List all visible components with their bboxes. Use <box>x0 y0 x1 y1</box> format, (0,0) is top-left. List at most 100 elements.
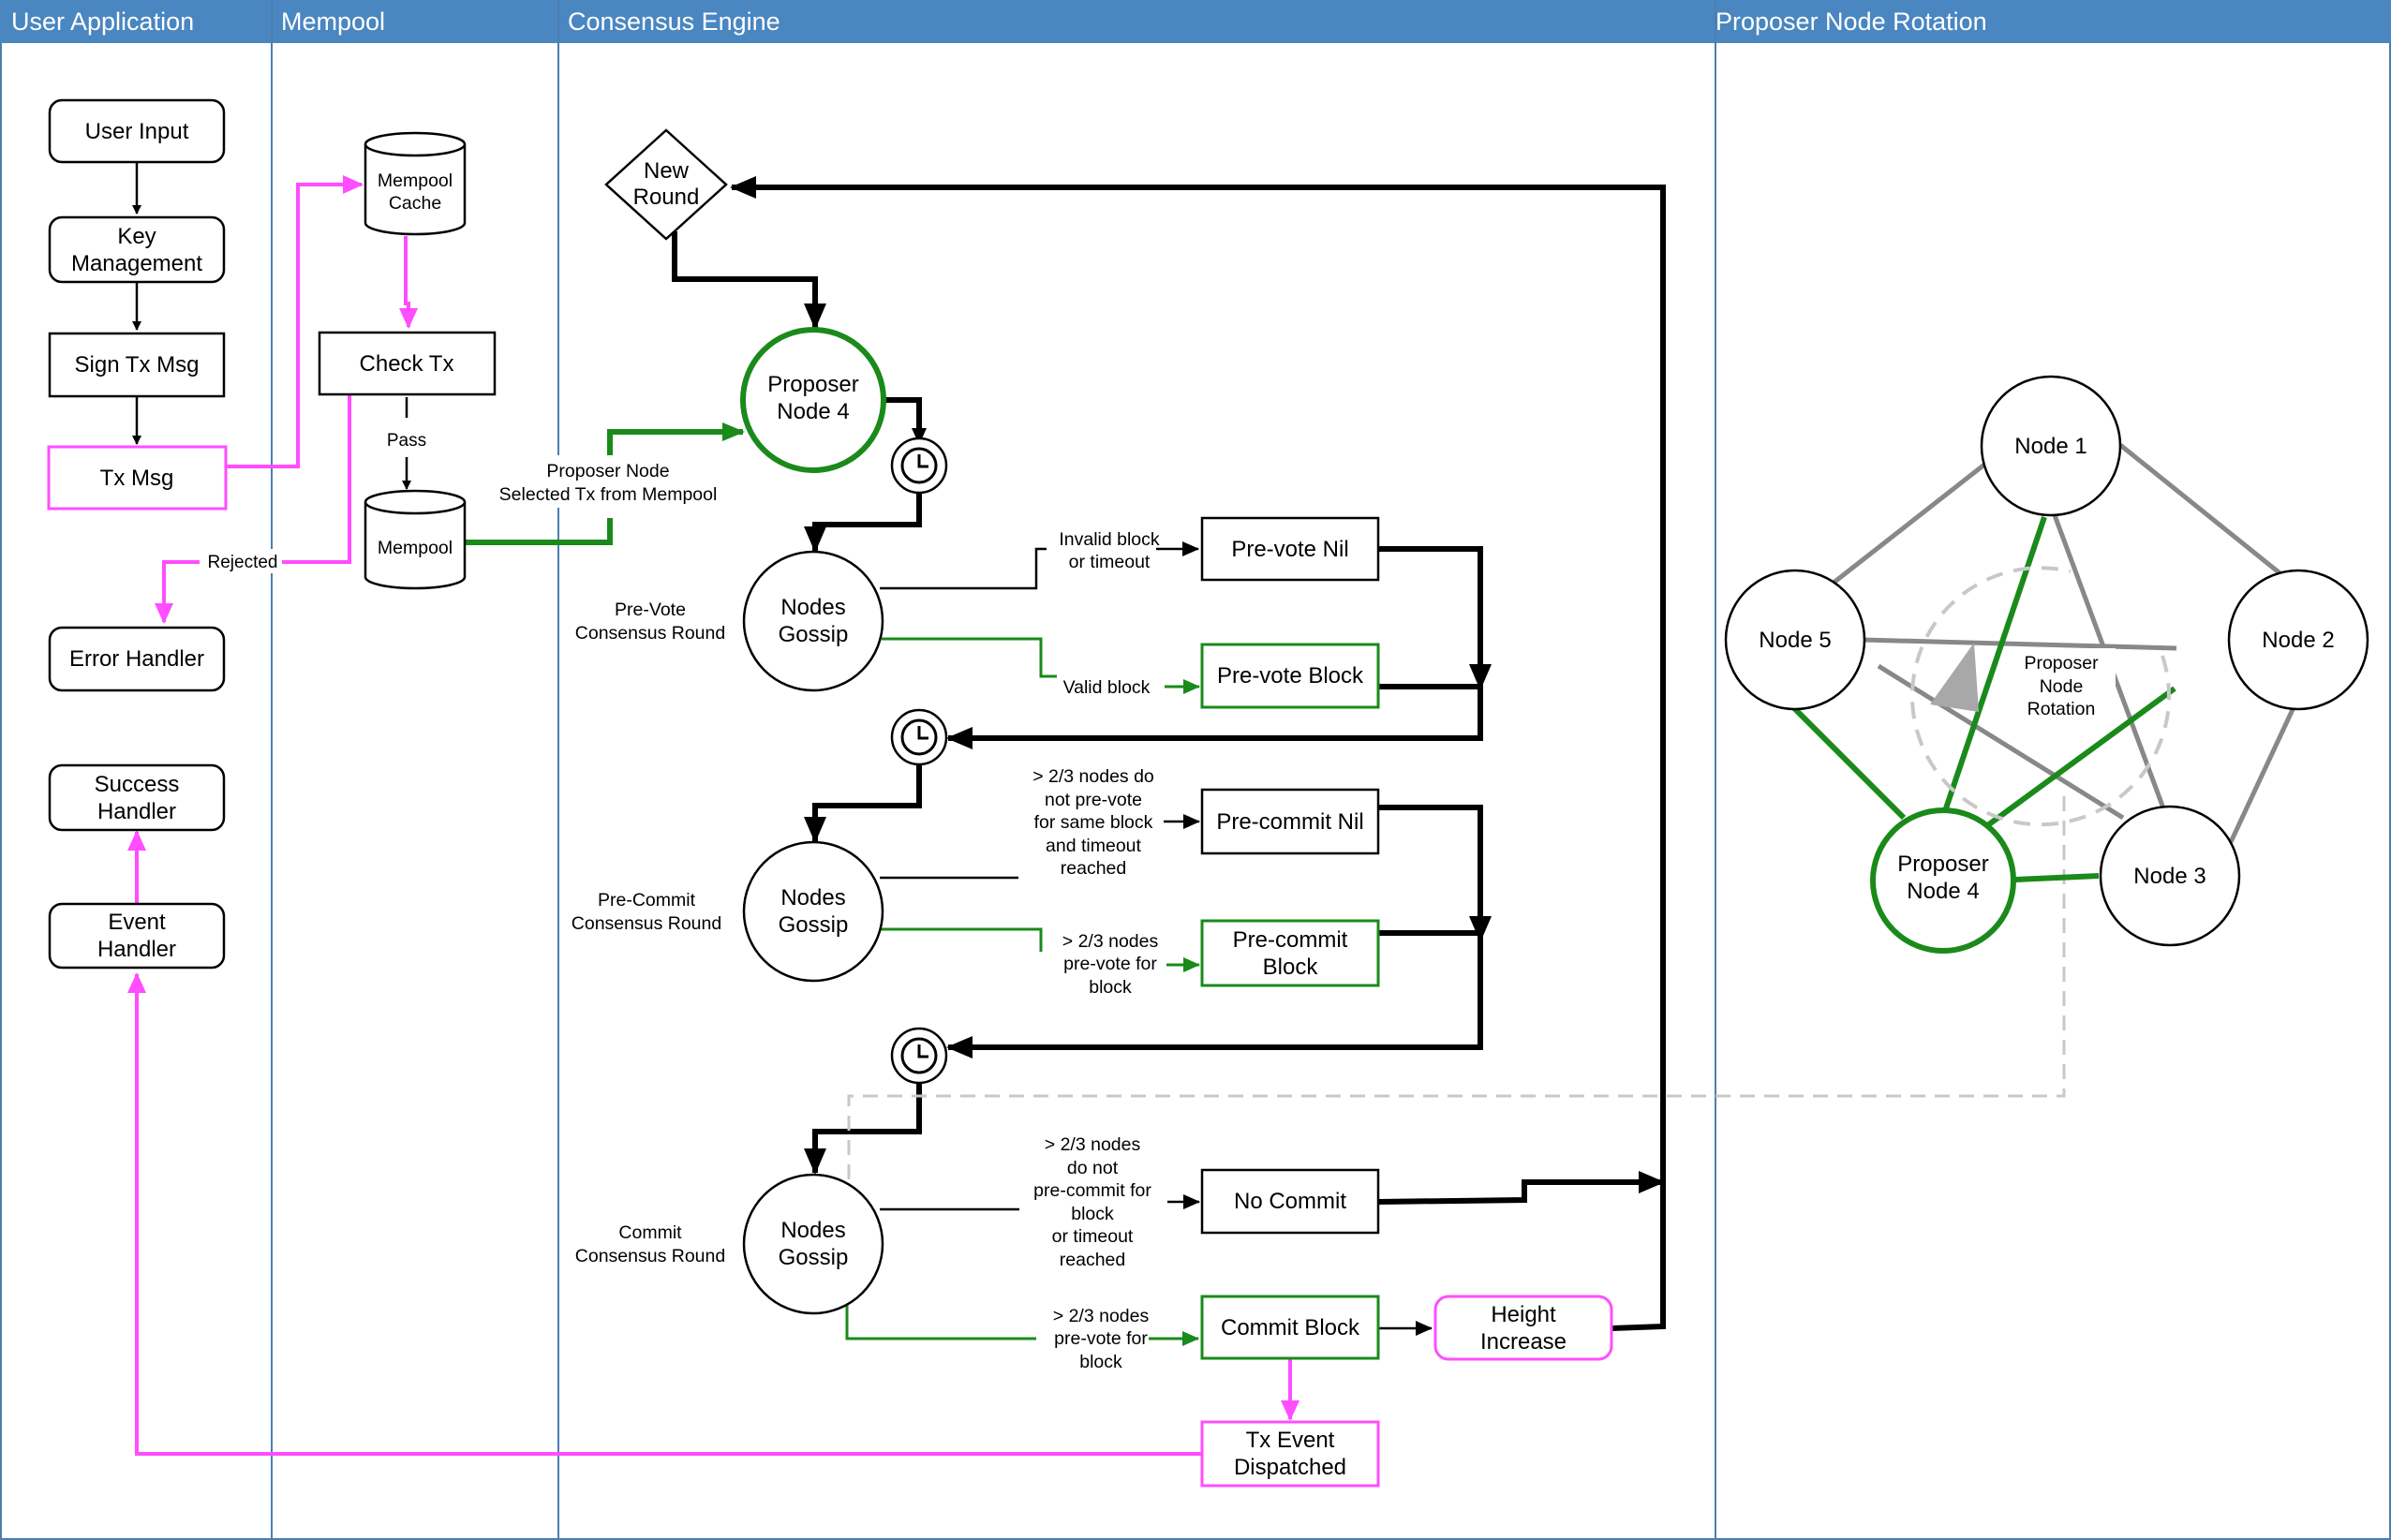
check-tx-node: Check Tx <box>318 331 497 396</box>
rotation-node-2: Node 2 <box>2227 569 2369 711</box>
tx-event-dispatched-node: Tx Event Dispatched <box>1200 1420 1380 1488</box>
selected-tx-label-2: Selected Tx from Mempool <box>499 484 718 505</box>
pass-label: Pass <box>387 431 426 451</box>
rotation-center-label-2: Node <box>2040 676 2084 697</box>
timer-icon-3 <box>890 1027 948 1085</box>
proposer-node-label-1: Proposer <box>767 372 858 397</box>
rotation-node-1: Node 1 <box>1980 375 2122 517</box>
prevote-nil-node: Pre-vote Nil <box>1200 516 1380 582</box>
precommit-block-condition-3: block <box>1089 977 1132 998</box>
nodes-gossip-commit: Nodes Gossip <box>742 1173 884 1315</box>
precommit-round-label-1: Pre-Commit <box>598 890 696 911</box>
selected-tx-label-box: Proposer Node Selected Tx from Mempool <box>490 455 724 508</box>
rotation-center-label-1: Proposer <box>2024 653 2099 674</box>
event-handler-label-1: Event <box>108 910 166 935</box>
sign-tx-msg-label: Sign Tx Msg <box>75 352 200 378</box>
no-commit-condition-3: pre-commit for <box>1033 1180 1151 1201</box>
timer-icon-2 <box>890 708 948 766</box>
nodes-gossip-commit-label-1: Nodes <box>780 1218 845 1243</box>
precommit-nil-condition-4: and timeout <box>1046 836 1141 856</box>
commit-block-node: Commit Block <box>1200 1295 1380 1360</box>
rotation-node-4-label-2: Node 4 <box>1907 879 1979 904</box>
precommit-nil-node: Pre-commit Nil <box>1200 788 1380 855</box>
no-commit-condition-6: reached <box>1060 1250 1125 1270</box>
rotation-node-5: Node 5 <box>1724 569 1866 711</box>
rotation-node-5-label: Node 5 <box>1759 628 1831 653</box>
commit-condition-2: pre-vote for <box>1054 1328 1148 1349</box>
precommit-block-condition-1: > 2/3 nodes <box>1062 931 1159 952</box>
mempool-cache-label-2: Cache <box>389 193 441 214</box>
sign-tx-msg-node: Sign Tx Msg <box>48 332 226 398</box>
tx-msg-label: Tx Msg <box>100 466 174 491</box>
proposer-node-label-2: Node 4 <box>777 399 849 424</box>
rotation-cycle-indicator: Proposer Node Rotation <box>1910 566 2171 827</box>
rotation-edges <box>1790 443 2298 882</box>
rotation-center-label-3: Rotation <box>2027 699 2096 719</box>
precommit-nil-condition: > 2/3 nodes do not pre-vote for same blo… <box>1032 766 1154 879</box>
commit-round-label-2: Consensus Round <box>575 1246 725 1266</box>
commit-block-label: Commit Block <box>1221 1315 1360 1340</box>
precommit-block-condition: > 2/3 nodes pre-vote for block <box>1062 931 1159 998</box>
prevote-round-label-2: Consensus Round <box>575 623 725 644</box>
prevote-block-label: Pre-vote Block <box>1217 663 1364 689</box>
connectors <box>127 162 2066 1456</box>
new-round-label-2: Round <box>633 185 700 210</box>
success-handler-label-2: Handler <box>97 799 176 824</box>
rotation-node-3-label: Node 3 <box>2133 864 2205 889</box>
error-handler-node: Error Handler <box>48 626 226 692</box>
prevote-round-label-1: Pre-Vote <box>615 600 686 620</box>
precommit-block-label-2: Block <box>1263 955 1319 980</box>
height-increase-node: Height Increase <box>1433 1295 1613 1361</box>
rotation-node-4-proposer: Proposer Node 4 <box>1870 807 2016 954</box>
lane-title-consensus-engine: Consensus Engine <box>568 7 780 36</box>
precommit-block-label-1: Pre-commit <box>1233 927 1348 953</box>
precommit-nil-condition-1: > 2/3 nodes do <box>1032 766 1154 787</box>
invalid-block-label-2: or timeout <box>1069 552 1151 572</box>
precommit-nil-condition-3: for same block <box>1034 812 1153 833</box>
lane-title-proposer-node-rotation: Proposer Node Rotation <box>1715 7 1987 36</box>
success-handler-node: Success Handler <box>48 763 226 832</box>
nodes-gossip-prevote-label-1: Nodes <box>780 595 845 620</box>
no-commit-condition-1: > 2/3 nodes <box>1045 1134 1141 1155</box>
precommit-nil-condition-2: not pre-vote <box>1045 790 1142 810</box>
precommit-round-label-2: Consensus Round <box>572 913 721 934</box>
rotation-node-2-label: Node 2 <box>2262 628 2334 653</box>
lane-title-user-application: User Application <box>11 7 194 36</box>
commit-condition: > 2/3 nodes pre-vote for block <box>1053 1306 1150 1372</box>
user-input-label: User Input <box>85 119 189 144</box>
rotation-node-4-label-1: Proposer <box>1897 851 1988 877</box>
rotation-node-1-label: Node 1 <box>2014 434 2087 459</box>
prevote-nil-label: Pre-vote Nil <box>1231 537 1348 562</box>
precommit-nil-condition-5: reached <box>1061 858 1126 879</box>
commit-round-label-1: Commit <box>618 1222 682 1243</box>
error-handler-label: Error Handler <box>69 646 204 672</box>
new-round-decision: New Round <box>604 128 728 241</box>
success-handler-label-1: Success <box>95 772 180 797</box>
user-input-node: User Input <box>48 98 226 164</box>
key-management-label-1: Key <box>117 224 156 249</box>
nodes-gossip-precommit-label-2: Gossip <box>779 912 849 938</box>
key-management-label-2: Management <box>71 251 202 276</box>
precommit-block-condition-2: pre-vote for <box>1063 954 1157 974</box>
nodes-gossip-prevote: Nodes Gossip <box>742 550 884 692</box>
event-handler-node: Event Handler <box>48 902 226 970</box>
invalid-block-label-1: Invalid block <box>1059 529 1160 550</box>
tx-msg-node: Tx Msg <box>47 445 228 511</box>
commit-condition-1: > 2/3 nodes <box>1053 1306 1150 1326</box>
check-tx-label: Check Tx <box>360 351 454 377</box>
mempool-db-label: Mempool <box>378 538 453 558</box>
key-management-node: Key Management <box>48 215 226 284</box>
height-increase-label-1: Height <box>1491 1302 1556 1327</box>
mempool-cache-label-1: Mempool <box>378 170 453 191</box>
nodes-gossip-commit-label-2: Gossip <box>779 1245 849 1270</box>
mempool-database: Mempool <box>364 489 467 590</box>
nodes-gossip-precommit: Nodes Gossip <box>742 840 884 983</box>
nodes-gossip-prevote-label-2: Gossip <box>779 622 849 647</box>
event-handler-label-2: Handler <box>97 937 176 962</box>
rejected-label-box: Rejected <box>200 549 282 573</box>
precommit-nil-label: Pre-commit Nil <box>1216 809 1363 835</box>
new-round-label-1: New <box>644 158 690 184</box>
tx-event-dispatched-label-1: Tx Event <box>1246 1428 1335 1453</box>
